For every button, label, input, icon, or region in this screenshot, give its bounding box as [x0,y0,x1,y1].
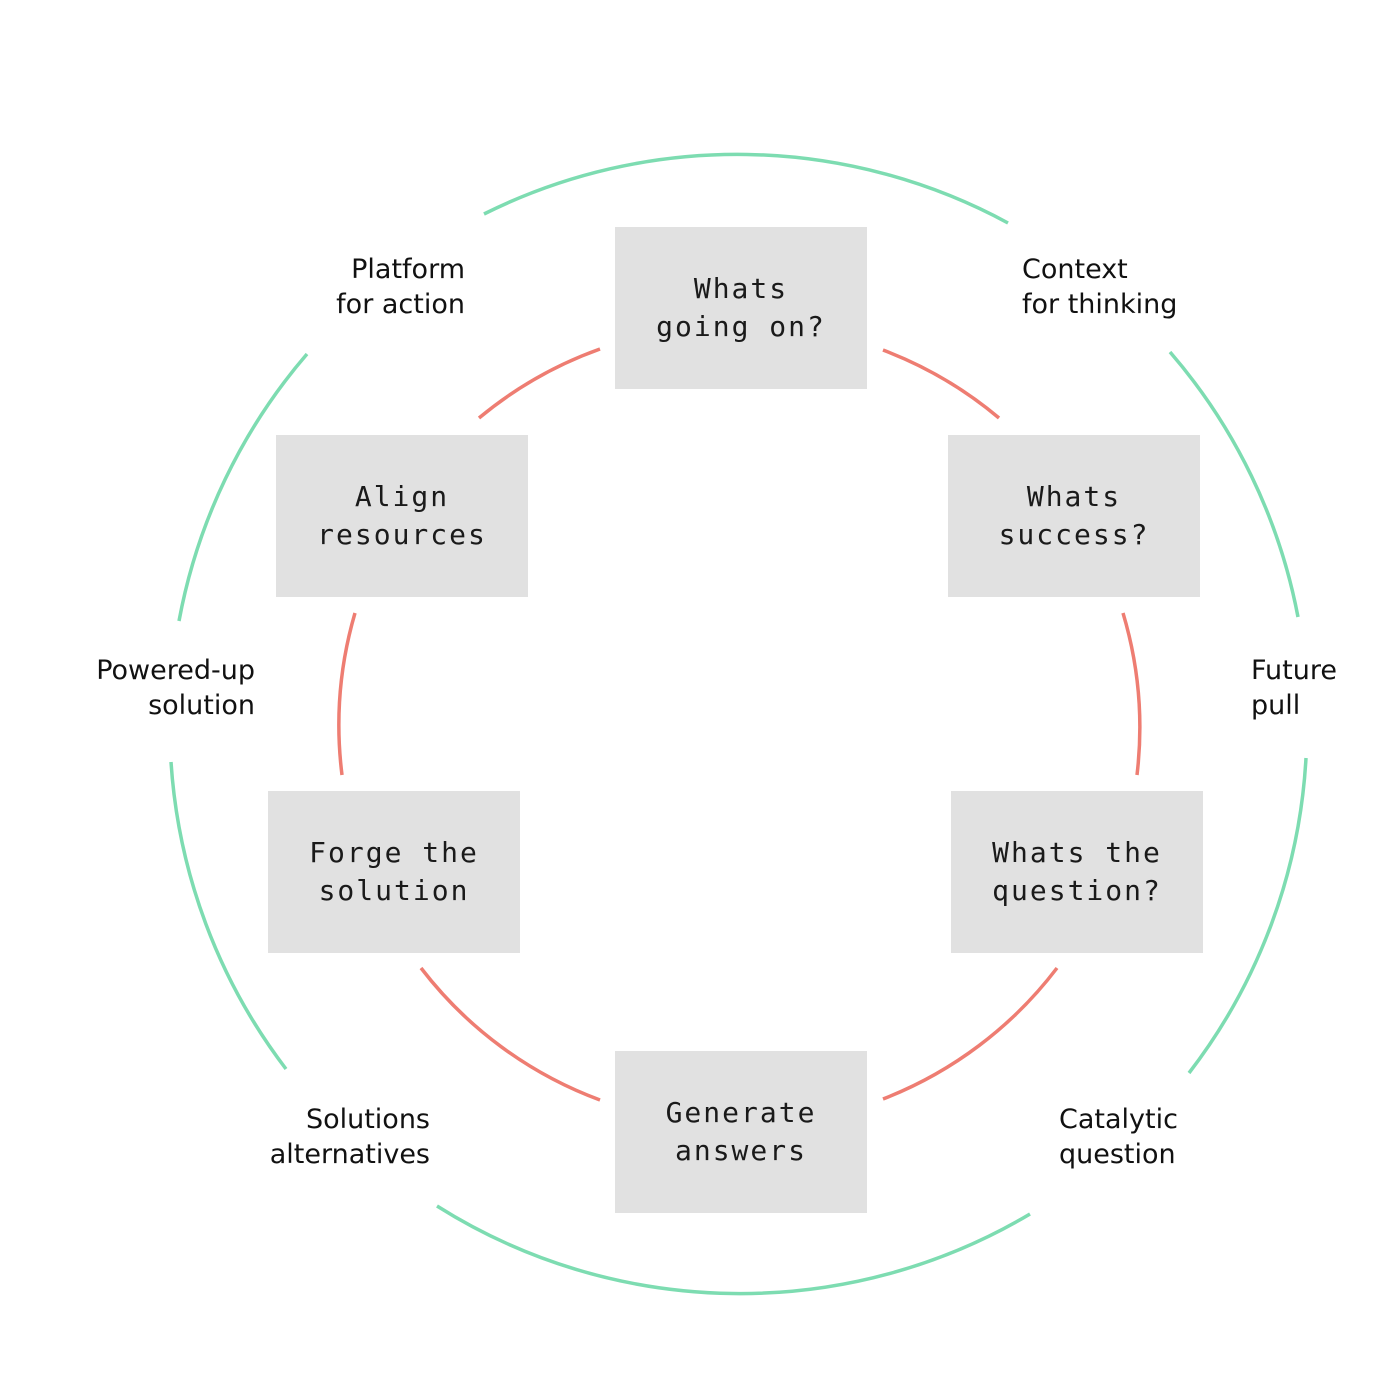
step-label: Whats success? [998,480,1150,551]
outer-ring-arc-upper-left [177,352,309,622]
outcome-label-platform-for-action: Platform for action [336,254,465,320]
step-box-align-resources: Align resources [276,435,528,597]
step-box-whats-going-on: Whats going on? [615,227,867,389]
inner-ring-arc-right [1121,612,1142,776]
outer-ring-arc-lower-right [1187,757,1308,1075]
outer-ring-arc-lower-left [169,761,288,1071]
inner-ring-arc-bottom-left [419,966,601,1102]
outcome-label-catalytic-question: Catalytic question [1059,1104,1178,1170]
step-box-forge-the-solution: Forge the solution [268,791,520,953]
step-box-whats-the-question: Whats the question? [951,791,1203,953]
inner-ring-arc-top-right [882,348,1001,420]
step-box-generate-answers: Generate answers [615,1051,867,1213]
step-box-whats-success: Whats success? [948,435,1200,597]
outer-ring-arc-top [483,152,1009,225]
step-label: Generate answers [665,1096,817,1167]
outer-ring-arc-bottom [436,1204,1031,1296]
outcome-label-context-for-thinking: Context for thinking [1022,254,1178,320]
step-label: Whats the question? [992,836,1162,907]
outcome-label-solutions-alternatives: Solutions alternatives [269,1104,430,1170]
inner-ring-arc-left [337,612,357,776]
outer-ring-arc-upper-right [1168,350,1300,618]
step-label: Align resources [317,480,487,551]
outcome-label-future-pull: Future pull [1251,655,1337,721]
outcome-label-powered-up-solution: Powered-up solution [96,655,255,721]
step-label: Forge the solution [309,836,479,907]
inner-ring-arc-bottom-right [882,966,1059,1101]
step-label: Whats going on? [656,272,826,343]
inner-ring-arc-top-left [477,347,601,420]
